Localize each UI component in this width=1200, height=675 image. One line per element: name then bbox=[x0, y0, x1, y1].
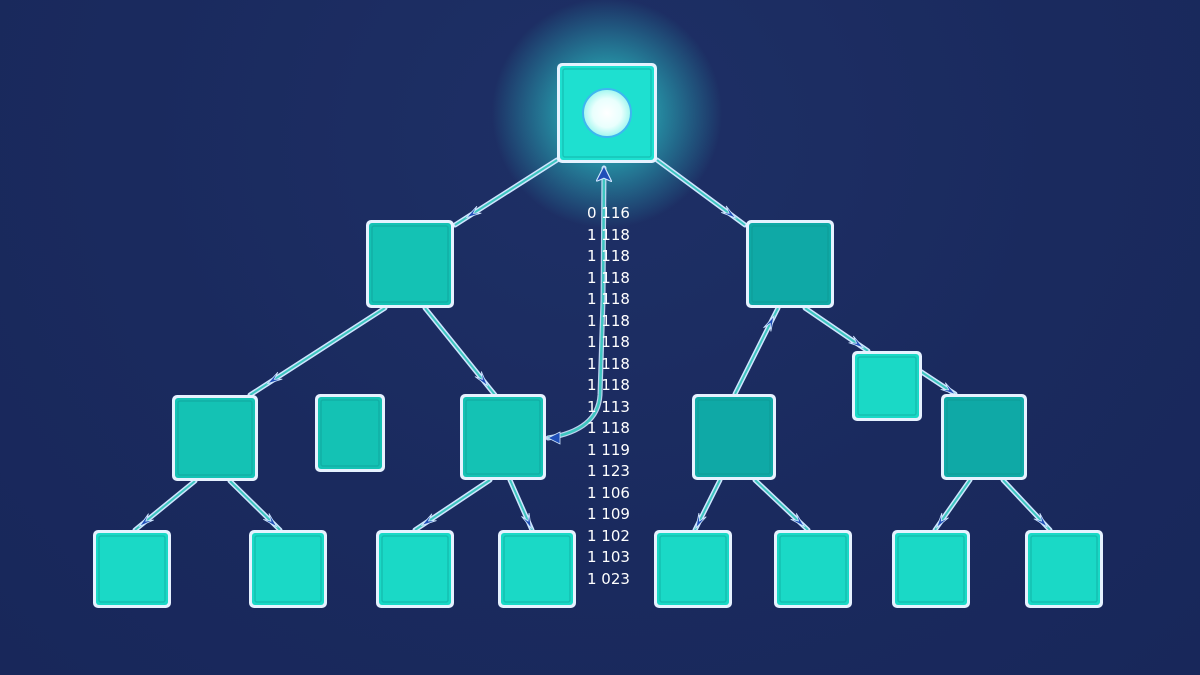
edge-n-rl-to-n-right bbox=[732, 305, 781, 397]
number-row: 1 118 bbox=[587, 290, 630, 308]
edge-root-to-n-left bbox=[452, 157, 560, 228]
node-n-rsmall bbox=[852, 351, 922, 421]
node-leaf-1 bbox=[93, 530, 171, 608]
node-leaf-6 bbox=[774, 530, 852, 608]
number-row: 1 118 bbox=[587, 311, 630, 330]
node-n-lonely bbox=[315, 394, 385, 472]
node-n-left bbox=[366, 220, 454, 308]
number-row: 1 109 bbox=[587, 505, 630, 523]
number-row: 1 102 bbox=[587, 526, 630, 545]
edge-n-ll-to-leaf-1 bbox=[132, 478, 198, 533]
node-root bbox=[557, 63, 657, 163]
number-row: 1 118 bbox=[587, 419, 630, 437]
number-column: 0 116 1 118 1 118 1 118 1 118 1 118 1 118 1 118… bbox=[587, 203, 647, 590]
node-n-rr bbox=[941, 394, 1027, 480]
number-row: 1 119 bbox=[587, 440, 630, 459]
edge-arrowhead bbox=[266, 371, 283, 385]
edge-n-lr-to-leaf-3 bbox=[412, 477, 493, 533]
edge-n-rsmall-to-n-rr bbox=[917, 368, 958, 397]
edge-arrowhead bbox=[848, 335, 865, 349]
node-leaf-5 bbox=[654, 530, 732, 608]
edge-n-left-to-n-lr bbox=[422, 305, 498, 398]
edge-arrowhead bbox=[521, 513, 532, 530]
number-row: 1 123 bbox=[587, 462, 630, 480]
return-edge-arrowhead bbox=[547, 431, 561, 445]
node-n-ll bbox=[172, 395, 258, 481]
node-leaf-7 bbox=[892, 530, 970, 608]
edge-arrowhead bbox=[790, 513, 806, 528]
root-core-light bbox=[582, 88, 632, 138]
edge-n-rl-to-leaf-5 bbox=[692, 477, 723, 533]
edge-arrowhead bbox=[763, 314, 775, 332]
edge-arrowhead bbox=[940, 382, 957, 396]
edge-arrowhead bbox=[1033, 512, 1049, 528]
edge-n-left-to-n-ll bbox=[247, 305, 388, 398]
number-row: 1 113 bbox=[587, 397, 630, 416]
node-leaf-8 bbox=[1025, 530, 1103, 608]
edge-n-right-to-n-rsmall bbox=[802, 305, 871, 354]
node-leaf-4 bbox=[498, 530, 576, 608]
number-row: 1 118 bbox=[587, 376, 630, 394]
number-row: 1 118 bbox=[587, 225, 630, 244]
edge-n-lr-to-leaf-4 bbox=[507, 477, 535, 533]
number-row: 1 023 bbox=[587, 569, 630, 588]
edge-arrowhead bbox=[474, 371, 489, 387]
edge-arrowhead bbox=[138, 513, 154, 528]
edge-n-ll-to-leaf-2 bbox=[227, 478, 283, 533]
number-row: 1 103 bbox=[587, 548, 630, 566]
number-row: 1 118 bbox=[587, 333, 630, 351]
node-n-rl bbox=[692, 394, 776, 480]
number-row: 1 106 bbox=[587, 483, 630, 502]
number-row: 1 118 bbox=[587, 247, 630, 265]
node-leaf-2 bbox=[249, 530, 327, 608]
edge-arrowhead bbox=[420, 513, 437, 527]
number-row: 0 116 bbox=[587, 204, 630, 222]
edge-layer bbox=[132, 157, 1053, 533]
edge-arrowhead bbox=[263, 513, 278, 528]
number-row: 1 118 bbox=[587, 268, 630, 287]
edge-arrowhead bbox=[465, 205, 482, 219]
node-n-right bbox=[746, 220, 834, 308]
node-layer bbox=[93, 63, 1103, 608]
node-n-lr bbox=[460, 394, 546, 480]
edge-n-rr-to-leaf-7 bbox=[932, 477, 973, 533]
edge-n-rr-to-leaf-8 bbox=[1000, 477, 1053, 533]
edge-root-to-n-right bbox=[654, 157, 748, 228]
edge-arrowhead bbox=[721, 205, 737, 219]
edge-n-rl-to-leaf-6 bbox=[752, 477, 811, 533]
node-leaf-3 bbox=[376, 530, 454, 608]
edge-arrowhead bbox=[935, 512, 949, 529]
number-row: 1 118 bbox=[587, 354, 630, 373]
edge-arrowhead bbox=[695, 512, 707, 530]
